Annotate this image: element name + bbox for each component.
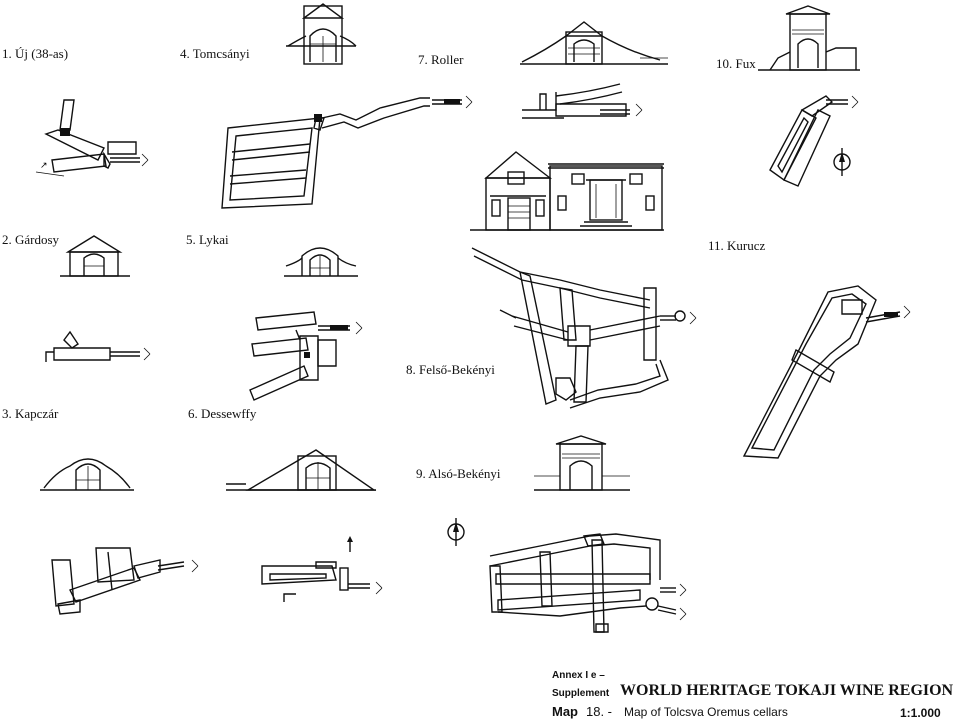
label-cellar-7: 7. Roller (418, 52, 464, 67)
annex-label: Annex I e – (552, 670, 605, 681)
elevation-cellar-9 (534, 435, 630, 491)
plan-cellar-5 (249, 311, 363, 401)
north-arrow-compass (447, 518, 465, 546)
region-title: WORLD HERITAGE TOKAJI WINE REGION (620, 682, 954, 699)
elevation-cellar-2 (60, 235, 130, 277)
label-cellar-10: 10. Fux (716, 56, 756, 71)
plan-cellar-7 (522, 83, 643, 119)
label-cellar-1: 1. Új (38-as) (2, 46, 69, 61)
map-scale: 1:1.000 (900, 706, 941, 720)
plan-cellar-9 (489, 533, 687, 633)
label-cellar-6: 6. Dessewffy (188, 406, 257, 421)
supplement-label: Supplement (552, 688, 610, 699)
label-cellar-9: 9. Alsó-Bekényi (416, 466, 501, 481)
plan-cellar-10 (769, 95, 859, 187)
plan-cellar-1: ↗ (35, 99, 149, 177)
plan-cellar-3 (51, 547, 199, 615)
elevation-cellar-5 (284, 247, 358, 277)
elevation-cellar-7 (520, 21, 668, 65)
label-cellar-4: 4. Tomcsányi (180, 46, 250, 61)
label-cellar-8: 8. Felső-Bekényi (406, 362, 495, 377)
label-cellar-3: 3. Kapczár (2, 406, 59, 421)
elevation-cellar-6 (226, 449, 377, 491)
plan-cellar-2 (45, 330, 151, 362)
map-label: Map (552, 704, 578, 719)
map-number: 18. - (586, 704, 613, 719)
elevation-cellar-3 (40, 458, 134, 491)
label-cellar-5: 5. Lykai (186, 232, 229, 247)
plan-cellar-4 (221, 95, 473, 209)
elevation-cellar-10 (758, 5, 860, 71)
map-title: Map of Tolcsva Oremus cellars (624, 705, 788, 719)
north-arrow-compass (833, 148, 851, 176)
elevation-cellar-4 (286, 3, 357, 65)
building-elevation-center (470, 151, 664, 231)
plan-cellar-6 (261, 536, 383, 602)
plan-cellar-11 (742, 285, 911, 459)
label-cellar-2: 2. Gárdosy (2, 232, 60, 247)
svg-text:↗: ↗ (40, 160, 48, 170)
label-cellar-11: 11. Kurucz (708, 238, 766, 253)
plan-cellar-8 (471, 247, 697, 409)
